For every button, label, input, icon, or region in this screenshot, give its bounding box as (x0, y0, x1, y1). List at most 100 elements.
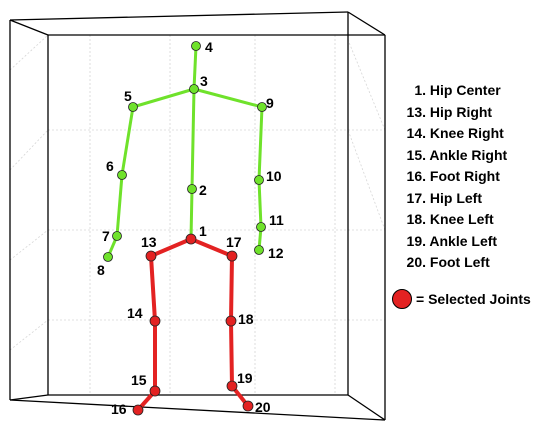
legend-joint-name: Ankle Left (429, 232, 498, 249)
joint-11 (256, 222, 266, 232)
joint-label-17: 17 (226, 234, 242, 250)
joint-12 (254, 245, 264, 255)
legend-number: 14. (406, 125, 426, 141)
legend-number: 20. (406, 254, 426, 270)
bone-3-9 (192, 87, 264, 109)
joint-13 (145, 250, 157, 262)
joint-8 (103, 252, 113, 262)
joint-5 (128, 102, 138, 112)
box-edge (9, 11, 349, 21)
bone-3-5 (131, 87, 196, 109)
legend-item: 16. Foot Right (400, 166, 548, 188)
legend-item: 19. Ankle Left (400, 231, 548, 253)
joint-label-12: 12 (268, 245, 284, 261)
legend-item: 13. Hip Right (400, 102, 548, 124)
skeleton-joints (103, 41, 267, 416)
joint-19 (226, 380, 238, 392)
grid-line (9, 34, 49, 71)
selected-joint-marker (392, 289, 412, 309)
joint-label-10: 10 (266, 168, 282, 184)
joint-label-18: 18 (238, 311, 254, 327)
joint-label-16: 16 (111, 401, 127, 417)
joint-20 (242, 400, 254, 412)
joint-7 (112, 231, 122, 241)
joint-15 (149, 385, 161, 397)
bone-17-18 (229, 254, 234, 323)
joint-3 (189, 84, 199, 94)
joint-17 (226, 250, 238, 262)
bone-4-3 (192, 44, 198, 91)
joint-label-8: 8 (97, 262, 105, 278)
legend-joint-name: Hip Center (429, 82, 501, 98)
legend-joint-name: Knee Right (429, 125, 504, 141)
legend-number: 18. (406, 211, 426, 227)
joint-18 (225, 315, 237, 327)
joint-label-3: 3 (200, 73, 208, 89)
joint-1 (185, 233, 197, 245)
legend-item: 17. Hip Left (400, 188, 548, 210)
bone-18-19 (229, 319, 234, 388)
joint-2 (187, 184, 197, 194)
joint-9 (257, 102, 267, 112)
grid-line (347, 129, 386, 231)
grid-line (9, 229, 49, 261)
joint-label-20: 20 (255, 399, 271, 415)
legend-item: 15. Ankle Right (400, 145, 548, 167)
joint-label-19: 19 (237, 370, 253, 386)
legend-joint-name: Foot Right (429, 168, 500, 184)
joint-label-11: 11 (269, 212, 284, 228)
box-edge (347, 11, 386, 36)
legend-number: 1. (414, 82, 426, 98)
box-edge (9, 394, 49, 401)
legend-joint-name: Knee Left (429, 211, 494, 227)
selected-joints-key: = Selected Joints (392, 286, 550, 312)
joint-14 (149, 315, 161, 327)
bone-10-11 (257, 178, 263, 229)
joint-label-6: 6 (106, 158, 114, 174)
joint-label-5: 5 (124, 88, 132, 104)
box-edge (9, 399, 386, 421)
selected-joints-label: = Selected Joints (416, 291, 531, 307)
joint-6 (117, 170, 127, 180)
joint-16 (132, 404, 144, 416)
box-edge (347, 394, 386, 421)
joint-10 (254, 175, 264, 185)
grid-line (9, 319, 49, 351)
box-edge (9, 19, 49, 36)
bone-1-13 (149, 237, 193, 258)
legend-joint-name: Hip Right (429, 103, 493, 120)
bone-6-7 (115, 173, 124, 238)
bone-1-17 (189, 237, 234, 258)
bone-13-14 (149, 254, 157, 323)
joint-label-7: 7 (102, 228, 110, 244)
legend-number: 19. (406, 232, 426, 249)
legend-number: 13. (406, 103, 426, 120)
legend-joint-name: Foot Left (429, 254, 490, 270)
bone-5-6 (120, 105, 135, 177)
joint-label-15: 15 (131, 372, 147, 388)
legend-item: 18. Knee Left (400, 209, 548, 231)
bone-2-1 (189, 187, 194, 241)
joint-label-4: 4 (205, 39, 213, 55)
bounding-box (9, 11, 386, 421)
legend-item: 14. Knee Right (400, 123, 548, 145)
joint-label-9: 9 (266, 95, 274, 111)
legend-number: 15. (406, 146, 426, 163)
grid-line (9, 129, 49, 171)
grid-line (347, 39, 386, 131)
legend-item: 20. Foot Left (400, 252, 548, 274)
legend-number: 16. (406, 168, 426, 184)
legend-joint-name: Hip Left (429, 189, 482, 206)
joint-label-2: 2 (199, 182, 207, 198)
legend-number: 17. (406, 189, 426, 206)
bone-9-10 (257, 105, 264, 182)
bone-3-2 (190, 87, 196, 191)
joint-label-13: 13 (141, 234, 157, 250)
joint-4 (191, 41, 201, 51)
joint-label-1: 1 (199, 223, 207, 239)
legend-joint-name: Ankle Right (429, 146, 508, 163)
joint-label-14: 14 (127, 305, 143, 321)
